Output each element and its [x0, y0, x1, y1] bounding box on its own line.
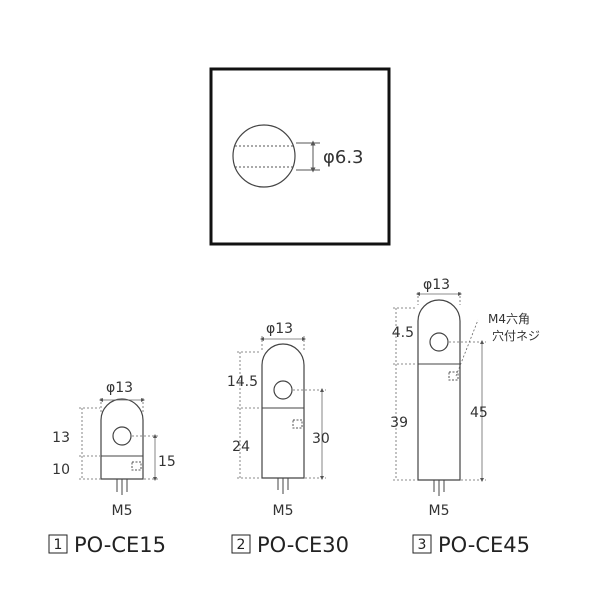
width-label: φ13 — [106, 380, 133, 396]
total-height-label: 45 — [470, 405, 488, 421]
thread-label: M5 — [112, 503, 133, 519]
total-height-label: 30 — [312, 431, 330, 447]
caption-po-ce30: 2 PO-CE30 — [231, 533, 349, 557]
caption-number: 3 — [418, 537, 427, 553]
thread-label: M5 — [273, 503, 294, 519]
screw-note-line2: 穴付ネジ — [492, 328, 540, 343]
set-screw — [448, 371, 459, 381]
thread-label: M5 — [429, 503, 450, 519]
part-body — [417, 299, 461, 481]
detail-box: φ6.3 — [209, 67, 391, 246]
width-label: φ13 — [266, 321, 293, 337]
caption-po-ce45: 3 PO-CE45 — [412, 533, 530, 557]
caption-model: PO-CE30 — [257, 533, 349, 557]
caption-model: PO-CE15 — [74, 533, 166, 557]
part-body — [100, 398, 144, 480]
top-height-label: 14.5 — [227, 374, 258, 390]
top-height-label: 4.5 — [392, 325, 414, 341]
caption-number: 2 — [237, 537, 246, 553]
hole-circle — [232, 124, 296, 188]
caption-po-ce15: 1 PO-CE15 — [48, 533, 166, 557]
part-po-ce45: φ13 4.5 39 45 M5 M4六角 穴付ネジ — [390, 277, 540, 519]
part-po-ce15: φ13 13 10 15 M5 — [52, 380, 176, 519]
total-height-label: 15 — [158, 454, 176, 470]
bottom-height-label: 24 — [232, 439, 250, 455]
caption-number: 1 — [54, 537, 63, 553]
hole — [429, 332, 449, 352]
diameter-label: φ6.3 — [323, 147, 364, 168]
hole — [273, 380, 293, 400]
set-screw — [292, 419, 303, 429]
bottom-height-label: 39 — [390, 415, 408, 431]
hole — [112, 426, 132, 446]
part-po-ce30: φ13 14.5 24 30 M5 — [227, 321, 330, 519]
top-height-label: 13 — [52, 430, 70, 446]
part-body — [261, 343, 305, 479]
diameter-dimension — [296, 140, 320, 173]
set-screw — [131, 461, 142, 471]
screw-note-line1: M4六角 — [488, 312, 530, 326]
caption-model: PO-CE45 — [438, 533, 530, 557]
width-label: φ13 — [423, 277, 450, 293]
bottom-height-label: 10 — [52, 462, 70, 478]
